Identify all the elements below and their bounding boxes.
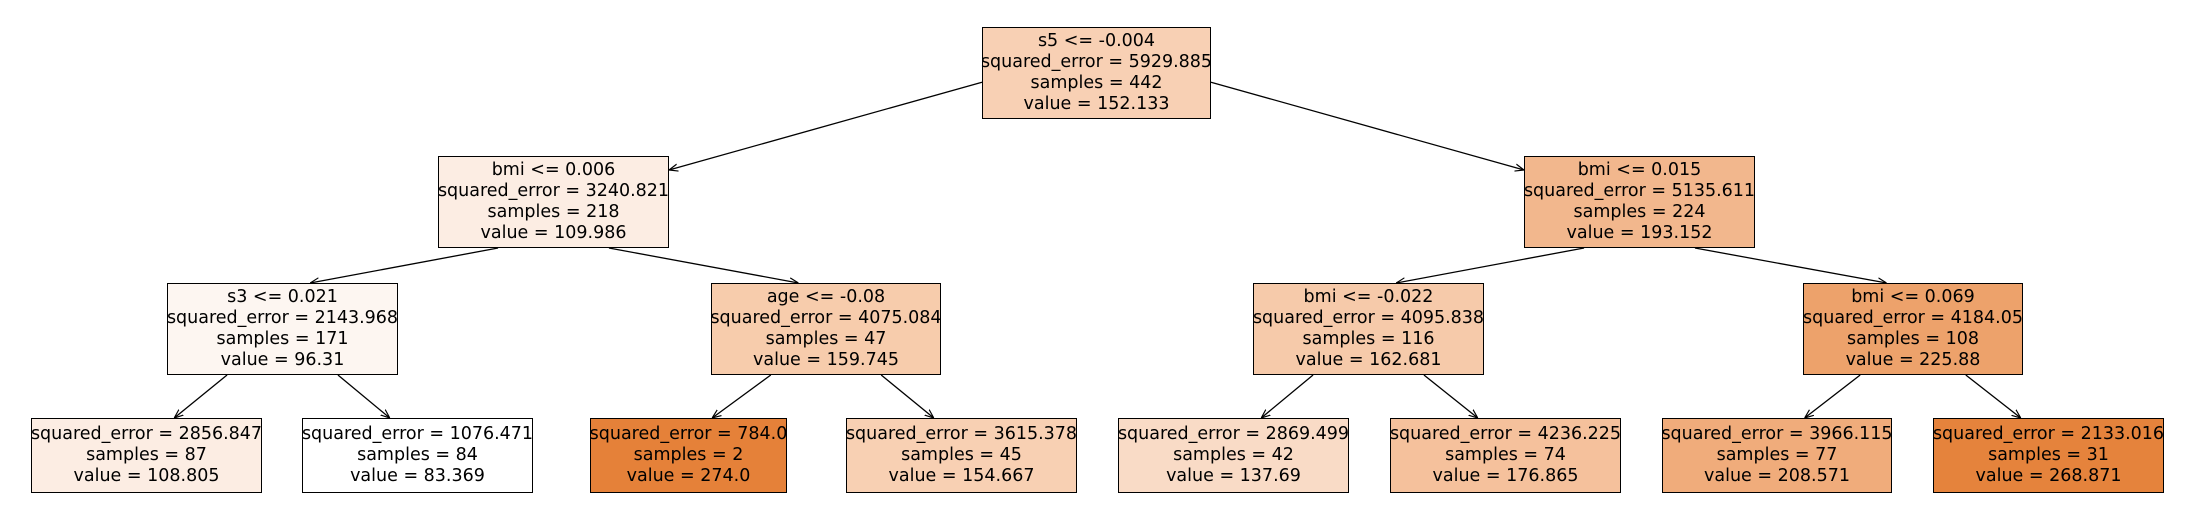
edge-n8-n9 — [1396, 247, 1585, 283]
node-samples-text: samples = 218 — [487, 202, 620, 222]
node-squared-error-text: squared_error = 2133.016 — [1932, 424, 2165, 444]
edge-n9-n11 — [1423, 374, 1478, 418]
node-samples-text: samples = 87 — [86, 445, 207, 465]
node-split-text: bmi <= 0.015 — [1577, 160, 1702, 180]
edge-n5-n6 — [712, 374, 772, 418]
node-samples-text: samples = 108 — [1847, 329, 1979, 349]
edge-n2-n4 — [337, 374, 390, 418]
node-split-text: bmi <= 0.006 — [491, 160, 616, 180]
node-value-text: value = 152.133 — [1023, 94, 1170, 114]
node-squared-error-text: squared_error = 5135.611 — [1523, 181, 1756, 201]
node-samples-text: samples = 42 — [1173, 445, 1294, 465]
edge-n12-n14 — [1965, 374, 2021, 418]
node-samples-text: samples = 74 — [1445, 445, 1566, 465]
node-value-text: value = 162.681 — [1295, 350, 1442, 370]
edge-n1-n2 — [310, 247, 499, 283]
node-samples-text: samples = 84 — [357, 445, 478, 465]
node-squared-error-text: squared_error = 4236.225 — [1389, 424, 1622, 444]
node-value-text: value = 208.571 — [1704, 466, 1850, 486]
node-squared-error-text: squared_error = 784.0 — [589, 424, 788, 444]
node-squared-error-text: squared_error = 3966.115 — [1661, 424, 1893, 444]
edge-n0-n8 — [1210, 81, 1524, 170]
node-squared-error-text: squared_error = 3240.821 — [437, 181, 670, 201]
node-squared-error-text: squared_error = 4095.838 — [1252, 308, 1485, 328]
node-value-text: value = 193.152 — [1566, 223, 1713, 243]
node-value-text: value = 274.0 — [626, 466, 751, 486]
node-split-text: s3 <= 0.021 — [227, 287, 338, 307]
edge-n8-n12 — [1694, 247, 1887, 283]
node-samples-text: samples = 45 — [901, 445, 1022, 465]
node-samples-text: samples = 77 — [1716, 445, 1838, 465]
node-split-text: bmi <= -0.022 — [1303, 287, 1434, 307]
edge-n0-n1 — [669, 81, 983, 170]
node-squared-error-text: squared_error = 3615.378 — [845, 424, 1078, 444]
node-split-text: bmi <= 0.069 — [1851, 287, 1975, 307]
node-samples-text: samples = 116 — [1302, 329, 1435, 349]
node-value-text: value = 96.31 — [220, 350, 345, 370]
node-value-text: value = 137.69 — [1166, 466, 1301, 486]
node-value-text: value = 159.745 — [753, 350, 899, 370]
edge-n9-n10 — [1261, 374, 1314, 418]
edge-n1-n5 — [608, 247, 798, 283]
node-samples-text: samples = 2 — [633, 445, 744, 465]
node-samples-text: samples = 171 — [216, 329, 349, 349]
node-samples-text: samples = 442 — [1030, 73, 1163, 93]
node-split-text: s5 <= -0.004 — [1037, 31, 1156, 51]
node-squared-error-text: squared_error = 4184.05 — [1803, 308, 2023, 328]
node-samples-text: samples = 47 — [765, 329, 887, 349]
edge-n5-n7 — [880, 374, 934, 418]
node-squared-error-text: squared_error = 1076.471 — [301, 424, 534, 444]
node-value-text: value = 108.805 — [73, 466, 220, 486]
node-squared-error-text: squared_error = 2143.968 — [166, 308, 399, 328]
node-squared-error-text: squared_error = 5929.885 — [980, 52, 1213, 72]
node-squared-error-text: squared_error = 2869.499 — [1117, 424, 1350, 444]
node-value-text: value = 225.88 — [1845, 350, 1981, 370]
edge-n12-n13 — [1805, 374, 1861, 418]
node-value-text: value = 268.871 — [1975, 466, 2122, 486]
node-squared-error-text: squared_error = 2856.847 — [30, 424, 263, 444]
node-samples-text: samples = 31 — [1988, 445, 2109, 465]
node-value-text: value = 154.667 — [888, 466, 1035, 486]
node-split-text: age <= -0.08 — [766, 287, 886, 307]
node-value-text: value = 83.369 — [350, 466, 485, 486]
node-samples-text: samples = 224 — [1573, 202, 1706, 222]
node-value-text: value = 109.986 — [480, 223, 627, 243]
node-squared-error-text: squared_error = 4075.084 — [710, 308, 942, 328]
edge-n2-n3 — [174, 374, 228, 418]
node-value-text: value = 176.865 — [1432, 466, 1579, 486]
